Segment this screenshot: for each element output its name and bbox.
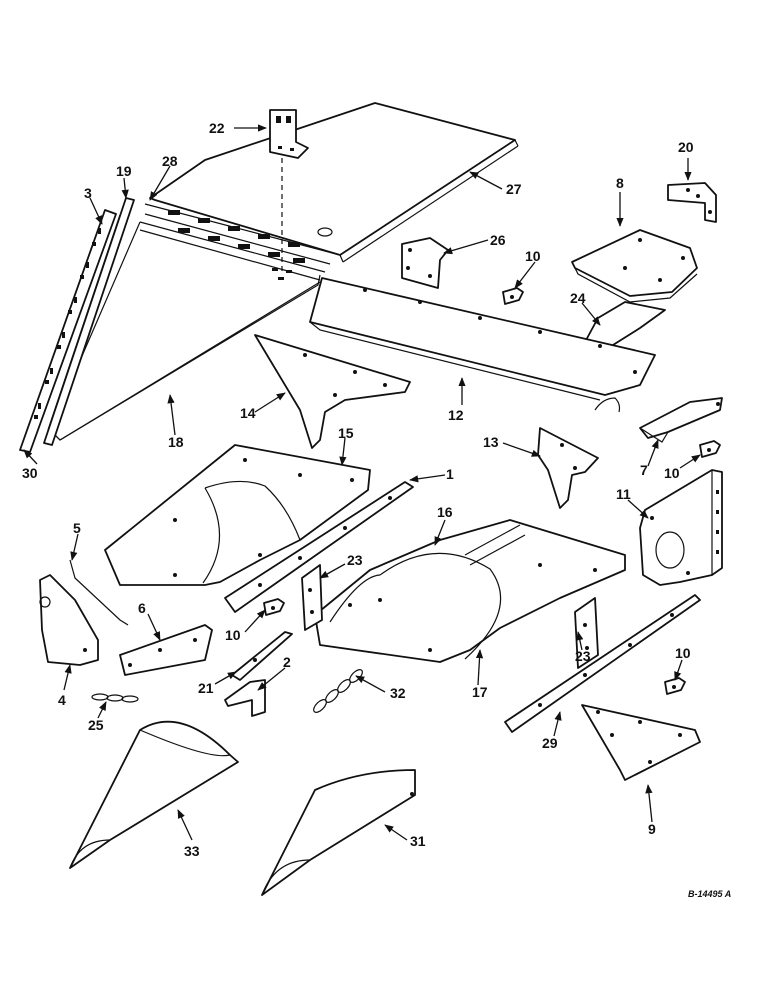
label-4: 4 xyxy=(58,692,66,708)
label-27: 27 xyxy=(506,181,522,197)
part-14-gusset xyxy=(254,334,411,449)
part-23-plate-a xyxy=(301,564,323,631)
part-15-hood xyxy=(104,444,371,586)
label-32: 32 xyxy=(390,685,406,701)
label-28: 28 xyxy=(162,153,178,169)
part-12-long-panel xyxy=(309,277,656,413)
part-30-strip xyxy=(38,228,101,409)
label-26: 26 xyxy=(490,232,506,248)
part-32-chain xyxy=(313,669,363,713)
part-31-cone xyxy=(261,769,416,896)
part-10-clip-a xyxy=(502,287,524,305)
part-10-clip-c xyxy=(263,598,285,616)
label-25: 25 xyxy=(88,717,104,733)
label-30: 30 xyxy=(22,465,38,481)
drawing-reference: B-14495 A xyxy=(688,889,731,899)
label-1: 1 xyxy=(446,466,454,482)
label-18: 18 xyxy=(168,434,184,450)
label-23-b: 23 xyxy=(575,648,591,664)
part-5-rod xyxy=(69,559,129,626)
part-1-strip xyxy=(224,481,414,613)
part-19-strip xyxy=(43,197,135,446)
part-8-cover-plate xyxy=(571,229,698,303)
label-15: 15 xyxy=(338,425,354,441)
part-2-bracket xyxy=(224,679,266,717)
label-31: 31 xyxy=(410,833,426,849)
label-16: 16 xyxy=(437,504,453,520)
label-23-a: 23 xyxy=(347,552,363,568)
label-9: 9 xyxy=(648,821,656,837)
part-20-bracket xyxy=(667,182,717,223)
label-24: 24 xyxy=(570,290,586,306)
label-20: 20 xyxy=(678,139,694,155)
part-16-17-hood xyxy=(314,519,626,663)
part-13-gusset xyxy=(537,427,599,509)
part-21-strap xyxy=(231,631,293,681)
part-27-top-cover xyxy=(149,102,519,263)
part-10-clip-b xyxy=(699,440,721,458)
label-17: 17 xyxy=(472,684,488,700)
leader-lines xyxy=(23,124,701,841)
label-3: 3 xyxy=(84,185,92,201)
label-6: 6 xyxy=(138,600,146,616)
part-33-cone xyxy=(69,720,239,869)
part-22-bracket xyxy=(269,109,309,275)
part-10-clip-d xyxy=(664,677,686,695)
label-10-c: 10 xyxy=(225,627,241,643)
part-25-chain xyxy=(91,693,139,703)
part-6-plate xyxy=(119,624,213,676)
label-11: 11 xyxy=(616,486,631,502)
part-7-plate xyxy=(639,397,723,443)
part-26-bracket xyxy=(401,237,449,289)
label-2: 2 xyxy=(283,654,291,670)
part-11-side-plate xyxy=(639,469,723,586)
label-8: 8 xyxy=(616,175,624,191)
label-12: 12 xyxy=(448,407,464,423)
label-21: 21 xyxy=(198,680,214,696)
label-29: 29 xyxy=(542,735,558,751)
label-10-b: 10 xyxy=(664,465,680,481)
label-22: 22 xyxy=(209,120,225,136)
label-14: 14 xyxy=(240,405,256,421)
label-13: 13 xyxy=(483,434,499,450)
label-10-a: 10 xyxy=(525,248,541,264)
part-23-plate-b xyxy=(574,597,599,669)
label-19: 19 xyxy=(116,163,132,179)
part-28-hinge xyxy=(139,203,341,281)
part-4-bracket xyxy=(39,574,99,666)
label-33: 33 xyxy=(184,843,200,859)
label-7: 7 xyxy=(640,462,648,478)
part-9-plate xyxy=(581,704,701,781)
label-5: 5 xyxy=(73,520,81,536)
part-labels: 22 20 27 8 3 19 28 26 10 24 12 14 18 13 … xyxy=(22,120,731,899)
label-10-d: 10 xyxy=(675,645,691,661)
part-29-strip xyxy=(504,594,701,733)
